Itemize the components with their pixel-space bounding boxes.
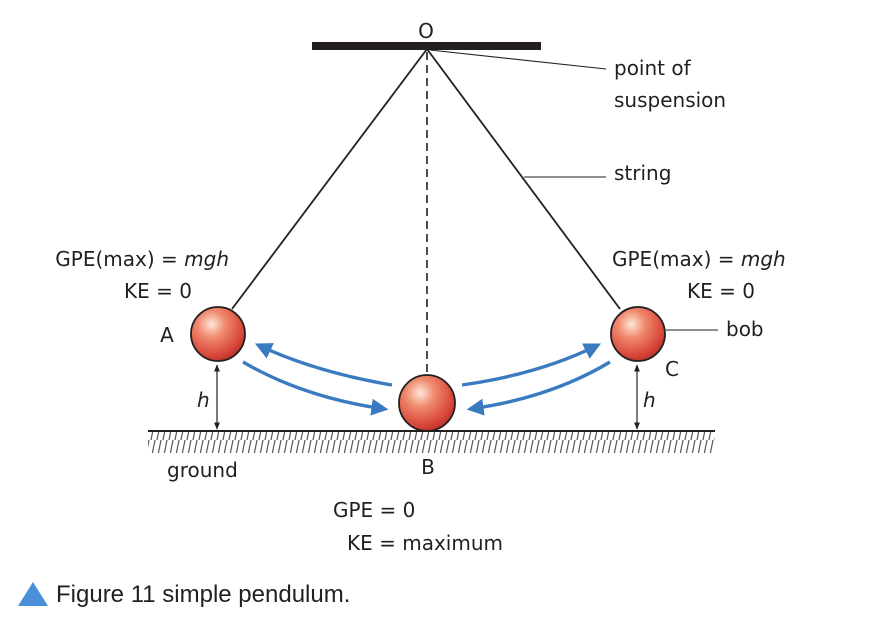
string-left [231, 48, 428, 310]
string-label: string [614, 161, 671, 185]
string-right [426, 48, 621, 310]
pivot-label: O [418, 19, 434, 43]
point-b-label: B [421, 455, 435, 479]
point-of-suspension-label-line2: suspension [614, 88, 726, 112]
motion-arrow-right-lower [466, 360, 611, 416]
motion-arrow-left-lower [242, 360, 389, 416]
right-ke-label: KE = 0 [687, 279, 755, 303]
bob-a [190, 306, 246, 362]
ground-hatching [148, 431, 715, 453]
caption-triangle-icon [18, 582, 48, 606]
caption-text: Figure 11 simple pendulum. [56, 581, 351, 608]
point-of-suspension-label-line1: point of [614, 56, 692, 80]
support-bar [312, 42, 541, 50]
motion-arrow-right-upper [461, 343, 602, 387]
bottom-ke-label: KE = maximum [347, 531, 503, 555]
suspension-leader-line [429, 49, 607, 70]
point-a-label: A [160, 323, 174, 347]
figure-caption: Figure 11 simple pendulum. [18, 578, 350, 612]
bob-c [610, 306, 666, 362]
height-label-left: h [197, 388, 210, 412]
bob-b [398, 374, 456, 432]
height-label-right: h [643, 388, 656, 412]
ground-label: ground [167, 458, 238, 482]
motion-arrow-left-upper [254, 343, 393, 387]
left-gpe-label: GPE(max) = mgh [55, 247, 229, 271]
bob-label: bob [726, 317, 764, 341]
left-ke-label: KE = 0 [124, 279, 192, 303]
right-gpe-label: GPE(max) = mgh [612, 247, 786, 271]
bottom-gpe-label: GPE = 0 [333, 498, 415, 522]
point-c-label: C [665, 357, 679, 381]
